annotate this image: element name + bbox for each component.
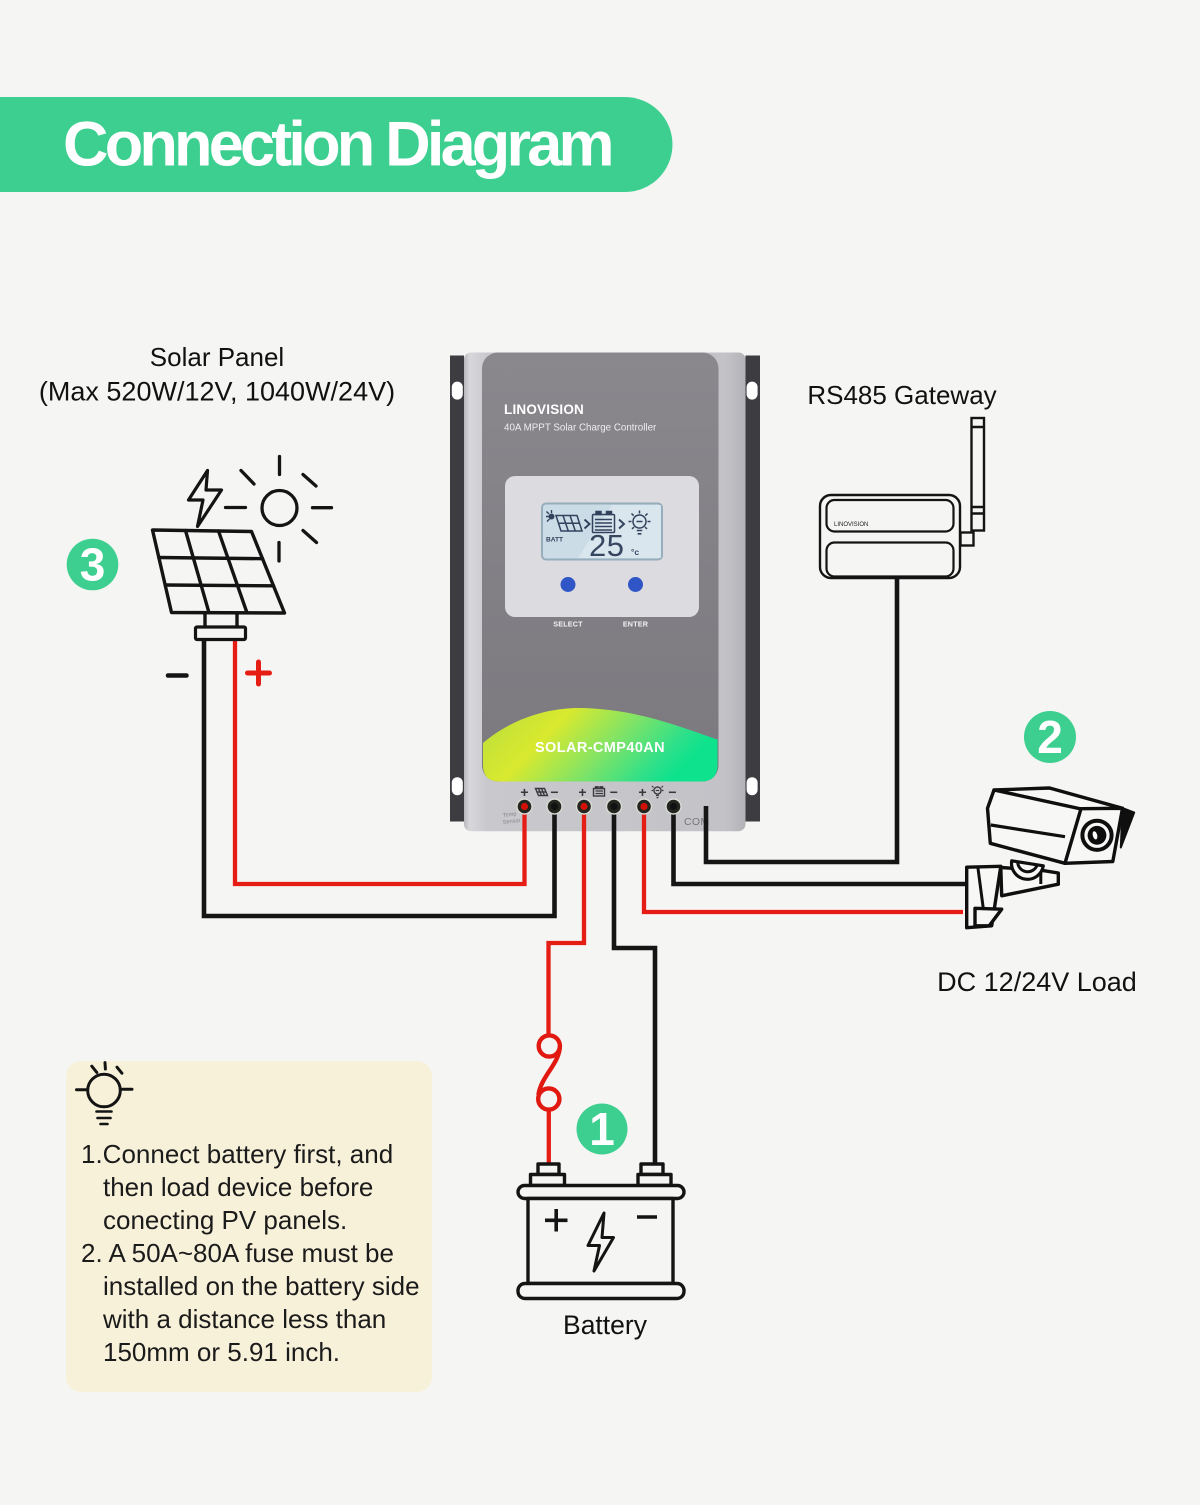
svg-text:ENTER: ENTER [623,620,649,629]
svg-text:−: − [610,784,618,800]
svg-text:Sensor: Sensor [503,818,521,826]
svg-text:3: 3 [80,539,106,591]
svg-text:1: 1 [589,1103,615,1155]
svg-text:2. A 50A~80A fuse must be: 2. A 50A~80A fuse must be [81,1238,394,1268]
svg-text:°c: °c [631,547,639,557]
svg-text:Connection Diagram: Connection Diagram [63,110,611,180]
svg-text:+: + [578,784,586,800]
svg-text:SOLAR-CMP40AN: SOLAR-CMP40AN [535,740,665,756]
svg-text:COM: COM [684,816,709,828]
svg-text:Temp: Temp [503,811,517,819]
svg-text:Solar Panel: Solar Panel [150,342,284,372]
svg-text:1.Connect battery first, and: 1.Connect battery first, and [81,1139,393,1169]
svg-text:installed on the battery side: installed on the battery side [103,1271,420,1301]
svg-text:−: − [550,784,558,800]
svg-text:SELECT: SELECT [553,620,583,629]
svg-text:2: 2 [1037,711,1063,763]
svg-text:then load device before: then load device before [103,1172,373,1202]
svg-text:DC 12/24V Load: DC 12/24V Load [937,967,1137,997]
svg-text:conecting PV panels.: conecting PV panels. [103,1205,347,1235]
svg-text:LINOVISION: LINOVISION [834,522,868,528]
svg-text:RS485 Gateway: RS485 Gateway [807,380,996,410]
svg-text:BATT: BATT [546,537,563,544]
svg-text:+: + [520,784,528,800]
svg-text:with a distance less than: with a distance less than [102,1304,386,1334]
svg-text:Battery: Battery [563,1310,648,1340]
svg-text:25: 25 [589,528,624,563]
svg-text:40A MPPT Solar Charge Controll: 40A MPPT Solar Charge Controller [504,423,657,434]
svg-text:(Max 520W/12V, 1040W/24V): (Max 520W/12V, 1040W/24V) [39,377,395,407]
svg-text:−: − [668,784,676,800]
svg-text:+: + [638,784,646,800]
svg-text:LINOVISION: LINOVISION [504,402,584,417]
svg-text:150mm or 5.91 inch.: 150mm or 5.91 inch. [103,1337,340,1367]
